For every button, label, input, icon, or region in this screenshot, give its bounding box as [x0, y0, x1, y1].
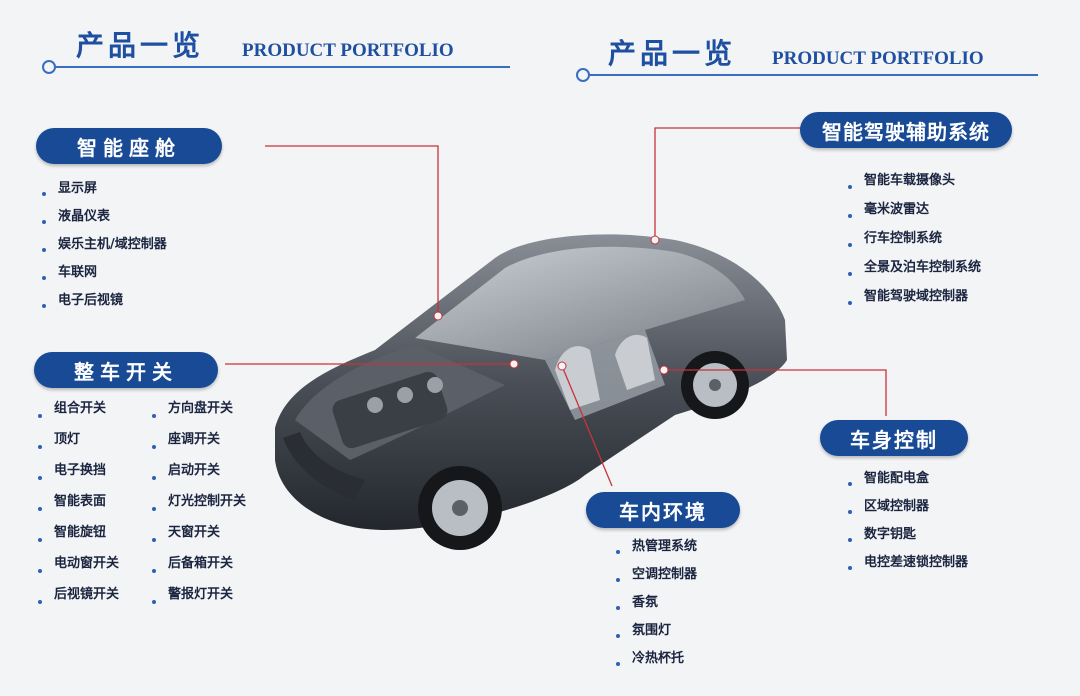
list-item: 氛围灯: [616, 622, 697, 650]
list-item: 后备箱开关: [152, 555, 246, 586]
cockpit-list: 显示屏 液晶仪表 娱乐主机/域控制器 车联网 电子后视镜: [42, 180, 167, 320]
list-item: 显示屏: [42, 180, 167, 208]
list-item: 毫米波雷达: [848, 201, 981, 230]
header-right-title-zh: 产品一览: [608, 37, 737, 70]
list-item: 电动窗开关: [38, 555, 119, 586]
list-item: 行车控制系统: [848, 230, 981, 259]
list-item: 电子换挡: [38, 462, 119, 493]
list-item: 香氛: [616, 594, 697, 622]
list-item: 电控差速锁控制器: [848, 554, 968, 582]
list-item: 顶灯: [38, 431, 119, 462]
body-control-list: 智能配电盒 区域控制器 数字钥匙 电控差速锁控制器: [848, 470, 968, 582]
list-item: 方向盘开关: [152, 400, 246, 431]
list-item: 区域控制器: [848, 498, 968, 526]
header-right-title-en: PRODUCT PORTFOLIO: [772, 48, 984, 69]
list-item: 组合开关: [38, 400, 119, 431]
list-item: 空调控制器: [616, 566, 697, 594]
car-cutaway-illustration: [275, 234, 787, 550]
list-item: 后视镜开关: [38, 586, 119, 617]
list-item: 数字钥匙: [848, 526, 968, 554]
header-right: 产品一览 PRODUCT PORTFOLIO: [576, 36, 1038, 82]
list-item: 电子后视镜: [42, 292, 167, 320]
header-left-rule: [54, 66, 510, 68]
list-item: 智能旋钮: [38, 524, 119, 555]
list-item: 智能表面: [38, 493, 119, 524]
header-right-rule: [588, 74, 1038, 76]
list-item: 智能车载摄像头: [848, 172, 981, 201]
list-item: 智能驾驶域控制器: [848, 288, 981, 317]
category-adas-pill: 智能驾驶辅助系统: [800, 112, 1012, 148]
list-item: 车联网: [42, 264, 167, 292]
list-item: 座调开关: [152, 431, 246, 462]
list-item: 灯光控制开关: [152, 493, 246, 524]
list-item: 天窗开关: [152, 524, 246, 555]
list-item: 警报灯开关: [152, 586, 246, 617]
switches-list-col2: 方向盘开关 座调开关 启动开关 灯光控制开关 天窗开关 后备箱开关 警报灯开关: [152, 400, 246, 617]
category-body-control-pill: 车身控制: [820, 420, 968, 456]
adas-list: 智能车载摄像头 毫米波雷达 行车控制系统 全景及泊车控制系统 智能驾驶域控制器: [848, 172, 981, 317]
header-left: 产品一览 PRODUCT PORTFOLIO: [42, 28, 510, 74]
category-switches-pill: 整车开关: [34, 352, 218, 388]
list-item: 冷热杯托: [616, 650, 697, 678]
switches-list-col1: 组合开关 顶灯 电子换挡 智能表面 智能旋钮 电动窗开关 后视镜开关: [38, 400, 119, 617]
list-item: 娱乐主机/域控制器: [42, 236, 167, 264]
category-interior-pill: 车内环境: [586, 492, 740, 528]
header-left-title-zh: 产品一览: [76, 29, 205, 62]
header-right-dot-icon: [576, 68, 590, 82]
list-item: 智能配电盒: [848, 470, 968, 498]
list-item: 液晶仪表: [42, 208, 167, 236]
list-item: 热管理系统: [616, 538, 697, 566]
header-left-dot-icon: [42, 60, 56, 74]
category-cockpit-pill: 智能座舱: [36, 128, 222, 164]
interior-list: 热管理系统 空调控制器 香氛 氛围灯 冷热杯托: [616, 538, 697, 678]
list-item: 全景及泊车控制系统: [848, 259, 981, 288]
list-item: 启动开关: [152, 462, 246, 493]
header-left-title-en: PRODUCT PORTFOLIO: [242, 40, 454, 61]
